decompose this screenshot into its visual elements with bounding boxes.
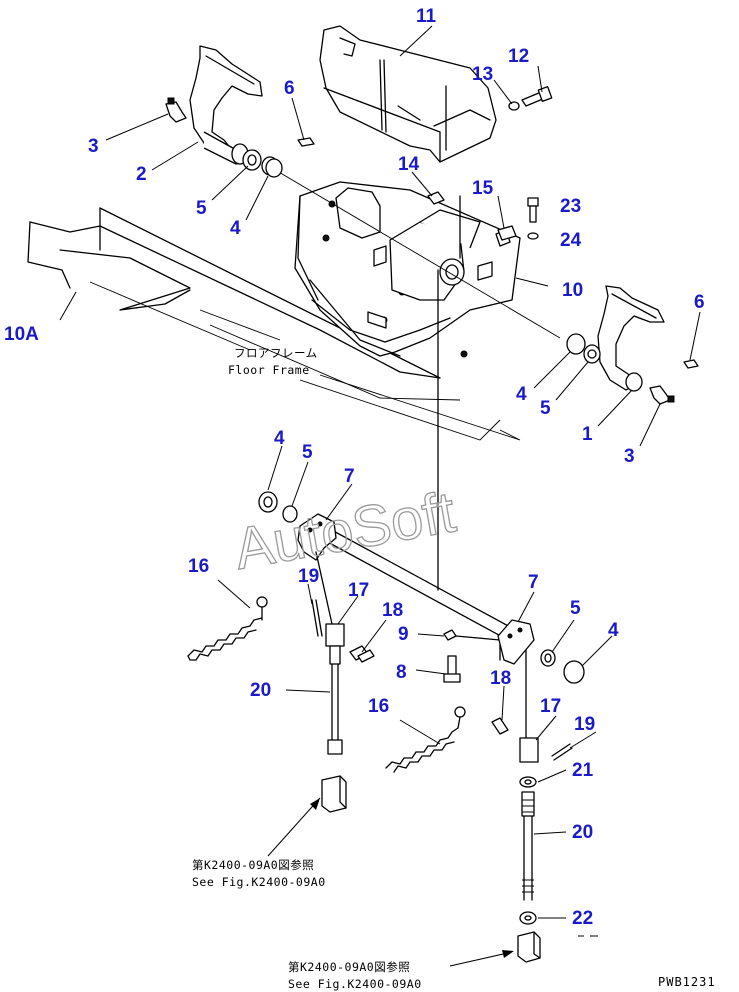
callout-9: 9 bbox=[398, 624, 409, 645]
pin-6-right bbox=[683, 359, 699, 369]
clevis-block-left bbox=[321, 775, 347, 813]
grease-fitting-3-left bbox=[165, 97, 187, 123]
callout-20: 20 bbox=[250, 680, 271, 701]
bolt-12 bbox=[521, 86, 553, 107]
clevis-block-right bbox=[517, 931, 541, 963]
pedal-left-2 bbox=[189, 45, 263, 165]
callout-5: 5 bbox=[196, 198, 207, 219]
cover-11 bbox=[319, 25, 497, 163]
callout-22: 22 bbox=[572, 908, 593, 929]
callout-21: 21 bbox=[572, 760, 594, 781]
pin-19-left bbox=[311, 599, 323, 637]
notes: フロアフレーム Floor Frame 第K2400-09A0図参照 See F… bbox=[192, 346, 716, 991]
callout-8: 8 bbox=[396, 662, 407, 683]
callout-1: 1 bbox=[582, 424, 593, 445]
callout-14: 14 bbox=[398, 154, 420, 175]
nut-15 bbox=[497, 225, 517, 241]
pedal-right-1 bbox=[597, 285, 665, 392]
callout-18: 18 bbox=[490, 668, 511, 689]
pedal-bracket bbox=[335, 187, 511, 591]
callout-18: 18 bbox=[382, 600, 403, 621]
callout-10A: 10A bbox=[4, 324, 39, 345]
see-fig-note-2-en: See Fig.K2400-09A0 bbox=[288, 977, 422, 991]
rod-20-right bbox=[521, 791, 535, 901]
callout-16: 16 bbox=[188, 556, 209, 577]
rod-20-left bbox=[327, 663, 343, 755]
callout-7: 7 bbox=[528, 572, 539, 593]
callout-5: 5 bbox=[570, 598, 581, 619]
callout-19: 19 bbox=[298, 566, 319, 587]
callout-10: 10 bbox=[562, 280, 583, 301]
pin-18-right bbox=[491, 717, 509, 735]
floor-frame-label-en: Floor Frame bbox=[228, 363, 310, 377]
callout-4: 4 bbox=[274, 428, 285, 449]
bolt-23 bbox=[527, 197, 539, 223]
callout-3: 3 bbox=[88, 136, 99, 157]
callout-17: 17 bbox=[540, 696, 561, 717]
arrowhead-1 bbox=[310, 798, 320, 810]
grease-fitting-3-right bbox=[649, 385, 675, 405]
callout-4: 4 bbox=[230, 218, 241, 239]
callout-5: 5 bbox=[302, 442, 313, 463]
see-fig-note-2-jp: 第K2400-09A0図参照 bbox=[288, 960, 410, 974]
nut-22 bbox=[519, 911, 537, 925]
see-fig-note-1-en: See Fig.K2400-09A0 bbox=[192, 875, 326, 889]
callout-17: 17 bbox=[348, 580, 369, 601]
washer-13 bbox=[508, 101, 520, 111]
floor-frame-label-jp: フロアフレーム bbox=[234, 346, 318, 360]
nut-21 bbox=[519, 776, 537, 788]
callout-numbers: 11 12 13 6 3 2 5 4 14 15 23 24 10 10A 6 … bbox=[4, 6, 705, 929]
callout-4: 4 bbox=[608, 620, 619, 641]
bushings-right-upper bbox=[566, 333, 601, 364]
clevis-17-left bbox=[315, 551, 345, 665]
leader-see-fig-2 bbox=[449, 951, 513, 967]
callout-23: 23 bbox=[560, 196, 581, 217]
callout-24: 24 bbox=[560, 230, 582, 251]
leader-see-fig-1 bbox=[267, 797, 321, 857]
callout-3: 3 bbox=[624, 446, 635, 467]
pin-19-right bbox=[551, 743, 573, 761]
callout-leaders bbox=[59, 25, 701, 919]
bushings-left-lower bbox=[258, 491, 298, 523]
callout-6: 6 bbox=[694, 292, 705, 313]
cross-shaft bbox=[323, 527, 513, 641]
callout-16: 16 bbox=[368, 696, 389, 717]
callout-20: 20 bbox=[572, 822, 593, 843]
lever-7-left bbox=[297, 513, 337, 561]
callout-6: 6 bbox=[284, 78, 295, 99]
washer-24 bbox=[527, 232, 539, 240]
spring-16-left bbox=[187, 596, 268, 661]
callout-11: 11 bbox=[416, 6, 437, 27]
bushings-left bbox=[242, 149, 283, 178]
grease-fitting-14 bbox=[427, 191, 445, 205]
spring-16-right bbox=[385, 706, 466, 773]
callout-12: 12 bbox=[508, 46, 529, 67]
pin-6-left bbox=[297, 137, 315, 147]
bolt-8 bbox=[443, 655, 461, 683]
bracket-9 bbox=[443, 629, 457, 641]
callout-4: 4 bbox=[516, 384, 527, 405]
callout-19: 19 bbox=[574, 714, 595, 735]
arrowhead-2 bbox=[502, 950, 514, 958]
clevis-17-right bbox=[519, 649, 539, 763]
lever-7-right bbox=[497, 619, 535, 665]
callout-5: 5 bbox=[540, 398, 551, 419]
callout-13: 13 bbox=[472, 64, 493, 85]
callout-2: 2 bbox=[136, 164, 147, 185]
callout-7: 7 bbox=[344, 466, 355, 487]
bushings-right-lower bbox=[540, 649, 585, 684]
callout-15: 15 bbox=[472, 178, 494, 199]
pin-18-left bbox=[349, 645, 375, 663]
drawing-code: PWB1231 bbox=[658, 975, 716, 989]
see-fig-note-1-jp: 第K2400-09A0図参照 bbox=[192, 858, 314, 872]
